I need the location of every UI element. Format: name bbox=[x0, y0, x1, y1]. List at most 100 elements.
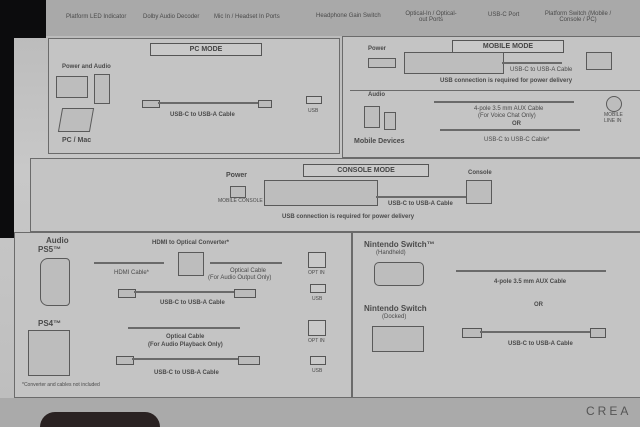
console-label: Console bbox=[468, 170, 492, 176]
mobile-usbc-label: USB-C to USB-C Cable* bbox=[484, 137, 550, 143]
usb-a-plug-icon bbox=[142, 100, 160, 108]
dark-left-edge bbox=[0, 38, 14, 238]
ps5-console-icon bbox=[40, 258, 70, 306]
pc-port-label: USB bbox=[308, 108, 319, 114]
switch-handheld-icon bbox=[374, 262, 424, 286]
usb-c-plug-ps5-icon bbox=[234, 289, 256, 298]
mobile-aux-note: (For Voice Chat Only) bbox=[478, 113, 536, 119]
switch-usb-line bbox=[480, 331, 590, 333]
switch-aux-label: 4-pole 3.5 mm AUX Cable bbox=[494, 279, 567, 285]
label-mic-in: Mic In / Headset In Ports bbox=[214, 14, 280, 20]
laptop-icon bbox=[57, 108, 95, 132]
optical-note-1: (For Audio Output Only) bbox=[208, 275, 272, 281]
ps4-usb-cable-label: USB-C to USB-A Cable bbox=[154, 370, 219, 376]
aux-cable-line bbox=[434, 101, 574, 103]
platform-switch-icon bbox=[230, 186, 246, 198]
console-switch-label: MOBILE CONSOLE PC bbox=[218, 198, 272, 204]
tablet-icon bbox=[364, 106, 380, 128]
opt-in-port-icon bbox=[308, 252, 326, 268]
converter-box-icon bbox=[178, 252, 204, 276]
top-strip bbox=[40, 0, 640, 36]
usb-a-plug-ps4-icon bbox=[116, 356, 134, 365]
label-dolby: Dolby Audio Decoder bbox=[143, 14, 200, 20]
pc-cable-label: USB-C to USB-A Cable bbox=[170, 112, 235, 118]
switch-handheld-sub: (Handheld) bbox=[376, 250, 406, 256]
usbc-cable-line bbox=[440, 129, 580, 131]
hdmi-cable-line bbox=[94, 262, 164, 264]
switch-icon bbox=[368, 58, 396, 68]
pc-mode-title: PC MODE bbox=[150, 43, 262, 56]
usb-port-ps4-icon bbox=[310, 356, 326, 365]
mobile-divider bbox=[350, 90, 640, 91]
switch-docked-title: Nintendo Switch bbox=[364, 304, 427, 313]
usb-a-plug-ps5-icon bbox=[118, 289, 136, 298]
optical-cable-2-line bbox=[128, 327, 240, 329]
switch-usb-c-plug-icon bbox=[590, 328, 606, 338]
ps4-console-icon bbox=[28, 330, 70, 376]
power-adapter-icon bbox=[586, 52, 612, 70]
label-optical-ports: Optical-In / Optical-out Ports bbox=[405, 11, 457, 23]
pc-device-label: PC / Mac bbox=[62, 137, 92, 144]
console-cable-line bbox=[376, 196, 466, 198]
monitor-icon bbox=[56, 76, 88, 98]
dark-corner-top-left bbox=[0, 0, 46, 38]
ps4-usb-cable-line bbox=[132, 358, 238, 360]
usb-c-plug-ps4-icon bbox=[238, 356, 260, 365]
switch-usb-a-plug-icon bbox=[462, 328, 482, 338]
mobile-aux-label: 4-pole 3.5 mm AUX Cable bbox=[474, 106, 544, 112]
ps5-usb-cable-label: USB-C to USB-A Cable bbox=[160, 300, 225, 306]
opt-in-label-1: OPT IN bbox=[308, 270, 325, 276]
console-power-label: Power bbox=[226, 172, 248, 179]
ps5-label: PS5™ bbox=[38, 245, 62, 254]
ps-audio-label: Audio bbox=[46, 236, 69, 245]
mobile-line-in-label: MOBILE LINE IN bbox=[604, 112, 623, 124]
optical-cable-2-label: Optical Cable bbox=[166, 334, 205, 340]
switch-aux-line bbox=[456, 270, 606, 272]
mobile-mode-title: MOBILE MODE bbox=[452, 40, 564, 53]
console-icon bbox=[466, 180, 492, 204]
mobile-power-label: Power bbox=[368, 46, 387, 52]
usb-port-ps5-icon bbox=[310, 284, 326, 293]
optical-note-2: (For Audio Playback Only) bbox=[148, 342, 223, 348]
pc-power-audio-label: Power and Audio bbox=[62, 64, 111, 70]
switch-or-label: OR bbox=[534, 302, 543, 308]
hdmi-converter-label: HDMI to Optical Converter* bbox=[152, 240, 230, 246]
mobile-power-note: USB connection is required for power del… bbox=[440, 78, 573, 84]
switch-usb-label: USB-C to USB-A Cable bbox=[508, 341, 573, 347]
optical-cable-1-label: Optical Cable bbox=[230, 268, 267, 274]
ps4-label: PS4™ bbox=[38, 319, 62, 328]
mobile-power-cable-line bbox=[502, 62, 562, 64]
console-mixer-icon bbox=[264, 180, 378, 206]
opt-in-label-2: OPT IN bbox=[308, 338, 325, 344]
opt-in-port-ps4-icon bbox=[308, 320, 326, 336]
switch-dock-icon bbox=[372, 326, 424, 352]
pc-cable-line bbox=[158, 102, 258, 104]
switch-handheld-title: Nintendo Switch™ bbox=[364, 240, 435, 249]
label-gain-switch: Headphone Gain Switch bbox=[316, 13, 381, 19]
mobile-device-label: Mobile Devices bbox=[354, 138, 405, 145]
ps5-usb-cable-line bbox=[134, 291, 234, 293]
footnote: *Converter and cables not included bbox=[22, 382, 100, 388]
console-cable-label: USB-C to USB-A Cable bbox=[388, 201, 453, 207]
finger-shadow bbox=[40, 412, 160, 427]
mobile-audio-label: Audio bbox=[368, 92, 385, 98]
console-note: USB connection is required for power del… bbox=[282, 214, 415, 220]
hdmi-cable-label: HDMI Cable* bbox=[114, 270, 150, 276]
switch-docked-sub: (Docked) bbox=[382, 314, 407, 320]
pc-tower-icon bbox=[94, 74, 110, 104]
label-platform-switch: Platform Switch (Mobile / Console / PC) bbox=[544, 11, 612, 23]
usb-port-icon bbox=[306, 96, 322, 104]
phone-icon bbox=[384, 112, 396, 130]
mobile-or-label: OR bbox=[512, 121, 521, 127]
usb-c-plug-icon bbox=[258, 100, 272, 108]
optical-cable-1-line bbox=[210, 262, 282, 264]
usb-label-2: USB bbox=[312, 368, 323, 374]
usb-label-1: USB bbox=[312, 296, 323, 302]
label-usbc-port: USB-C Port bbox=[488, 12, 520, 18]
line-in-jack-icon bbox=[606, 96, 622, 112]
label-led-indicator: Platform LED Indicator bbox=[66, 14, 127, 20]
switch-audio-panel bbox=[352, 232, 640, 398]
brand-text: CREA bbox=[586, 404, 632, 418]
console-mode-title: CONSOLE MODE bbox=[303, 164, 429, 177]
